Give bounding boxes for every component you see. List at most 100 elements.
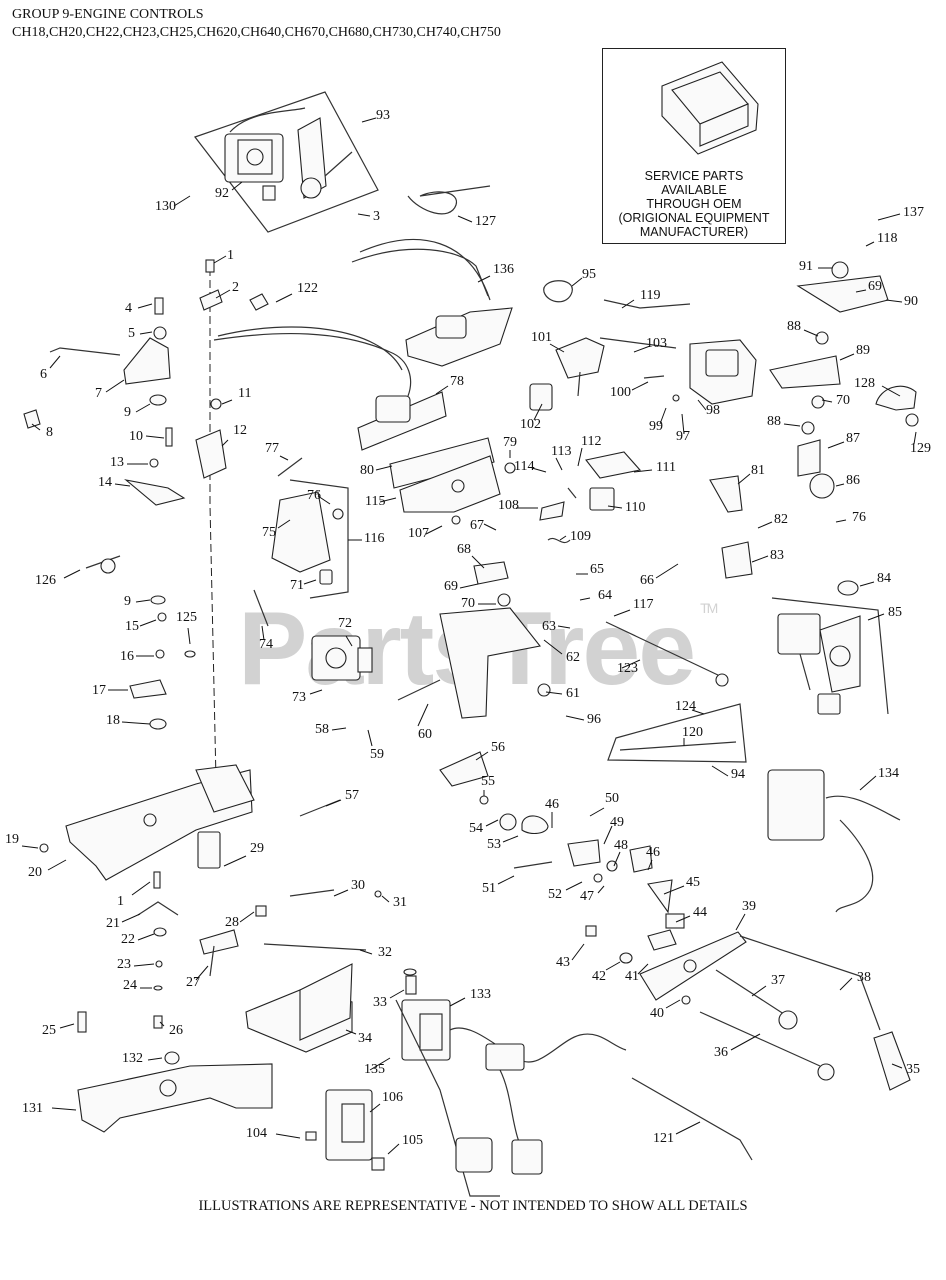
part-callout-16: 16 — [120, 649, 134, 664]
callout-leader-line — [457, 215, 473, 223]
part-callout-135: 135 — [364, 1062, 385, 1077]
callout-leader-line — [135, 599, 151, 603]
callout-leader-line — [369, 1103, 381, 1113]
part-callout-33: 33 — [373, 995, 387, 1010]
part-callout-81: 81 — [751, 463, 765, 478]
callout-leader-line — [533, 403, 543, 421]
callout-leader-line — [139, 619, 157, 627]
callout-leader-line — [303, 579, 317, 585]
callout-leader-line — [133, 963, 155, 967]
part-callout-10: 10 — [129, 429, 143, 444]
callout-leader-line — [135, 403, 151, 413]
callout-leader-line — [565, 881, 583, 891]
part-callout-122: 122 — [297, 281, 318, 296]
callout-leader-line — [565, 715, 585, 721]
part-callout-66: 66 — [640, 573, 654, 588]
callout-leader-line — [475, 751, 489, 761]
part-callout-50: 50 — [605, 791, 619, 806]
callout-leader-line — [867, 613, 885, 621]
footer-disclaimer: ILLUSTRATIONS ARE REPRESENTATIVE - NOT I… — [198, 1198, 748, 1214]
part-callout-9: 9 — [124, 405, 131, 420]
part-callout-68: 68 — [457, 542, 471, 557]
part-callout-41: 41 — [625, 969, 639, 984]
callout-leader-line — [735, 913, 746, 931]
callout-leader-line — [367, 729, 373, 747]
callout-leader-line — [881, 385, 901, 397]
part-callout-116: 116 — [364, 531, 384, 546]
part-callout-28: 28 — [225, 915, 239, 930]
callout-leader-line — [121, 913, 141, 923]
part-callout-82: 82 — [774, 512, 788, 527]
part-callout-128: 128 — [854, 376, 875, 391]
callout-leader-line — [361, 117, 377, 123]
part-callout-55: 55 — [481, 774, 495, 789]
part-callout-99: 99 — [649, 419, 663, 434]
callout-leader-line — [613, 851, 621, 867]
part-callout-77: 77 — [265, 441, 279, 456]
callout-leader-line — [865, 241, 875, 247]
part-callout-65: 65 — [590, 562, 604, 577]
part-callout-84: 84 — [877, 571, 891, 586]
callout-leader-line — [309, 689, 323, 695]
part-callout-96: 96 — [587, 712, 601, 727]
callout-leader-line — [633, 345, 651, 353]
callout-leader-line — [357, 213, 371, 217]
part-callout-9: 9 — [124, 594, 131, 609]
diagram-group-title: GROUP 9-ENGINE CONTROLS — [12, 7, 204, 22]
callout-leader-line — [173, 195, 191, 207]
part-callout-61: 61 — [566, 686, 580, 701]
part-callout-101: 101 — [531, 330, 552, 345]
callout-leader-line — [663, 885, 685, 895]
part-callout-58: 58 — [315, 722, 329, 737]
callout-leader-line — [137, 933, 155, 941]
callout-leader-line — [549, 343, 565, 353]
part-callout-85: 85 — [888, 605, 902, 620]
callout-leader-line — [681, 413, 685, 435]
part-callout-94: 94 — [731, 767, 745, 782]
callout-leader-line — [275, 293, 293, 303]
part-callout-127: 127 — [475, 214, 496, 229]
part-callout-115: 115 — [365, 494, 385, 509]
callout-leader-line — [859, 775, 877, 791]
part-callout-129: 129 — [910, 441, 931, 456]
part-callout-107: 107 — [408, 526, 429, 541]
part-callout-51: 51 — [482, 881, 496, 896]
callout-leader-line — [387, 1143, 400, 1155]
part-callout-98: 98 — [706, 403, 720, 418]
part-callout-121: 121 — [653, 1131, 674, 1146]
callout-leader-line — [231, 181, 243, 191]
part-callout-79: 79 — [503, 435, 517, 450]
callout-leader-line — [621, 659, 641, 669]
part-callout-3: 3 — [373, 209, 380, 224]
part-callout-69: 69 — [868, 279, 882, 294]
part-callout-110: 110 — [625, 500, 645, 515]
callout-leader-line — [105, 379, 125, 393]
callout-leader-line — [459, 583, 479, 589]
part-callout-49: 49 — [610, 815, 624, 830]
part-callout-38: 38 — [857, 970, 871, 985]
callout-leader-line — [331, 727, 347, 731]
callout-leader-line — [425, 525, 443, 535]
part-callout-24: 24 — [123, 978, 137, 993]
callout-leader-line — [333, 889, 349, 897]
part-callout-53: 53 — [487, 837, 501, 852]
callout-leader-line — [855, 289, 867, 293]
part-callout-118: 118 — [877, 231, 897, 246]
callout-leader-line — [613, 609, 631, 617]
part-callout-44: 44 — [693, 905, 707, 920]
part-callout-75: 75 — [262, 525, 276, 540]
part-callout-83: 83 — [770, 548, 784, 563]
callout-leader-line — [51, 1107, 77, 1111]
callout-leader-line — [543, 639, 563, 655]
callout-leader-line — [477, 275, 491, 283]
callout-leader-line — [877, 213, 901, 221]
part-callout-105: 105 — [402, 1133, 423, 1148]
part-callout-64: 64 — [598, 588, 612, 603]
callout-leader-line — [913, 431, 917, 445]
callout-leader-line — [139, 331, 153, 335]
callout-leader-line — [221, 399, 233, 405]
callout-leader-line — [195, 965, 209, 981]
callout-leader-line — [417, 703, 429, 727]
callout-leader-line — [545, 691, 563, 695]
callout-leader-line — [131, 881, 151, 896]
